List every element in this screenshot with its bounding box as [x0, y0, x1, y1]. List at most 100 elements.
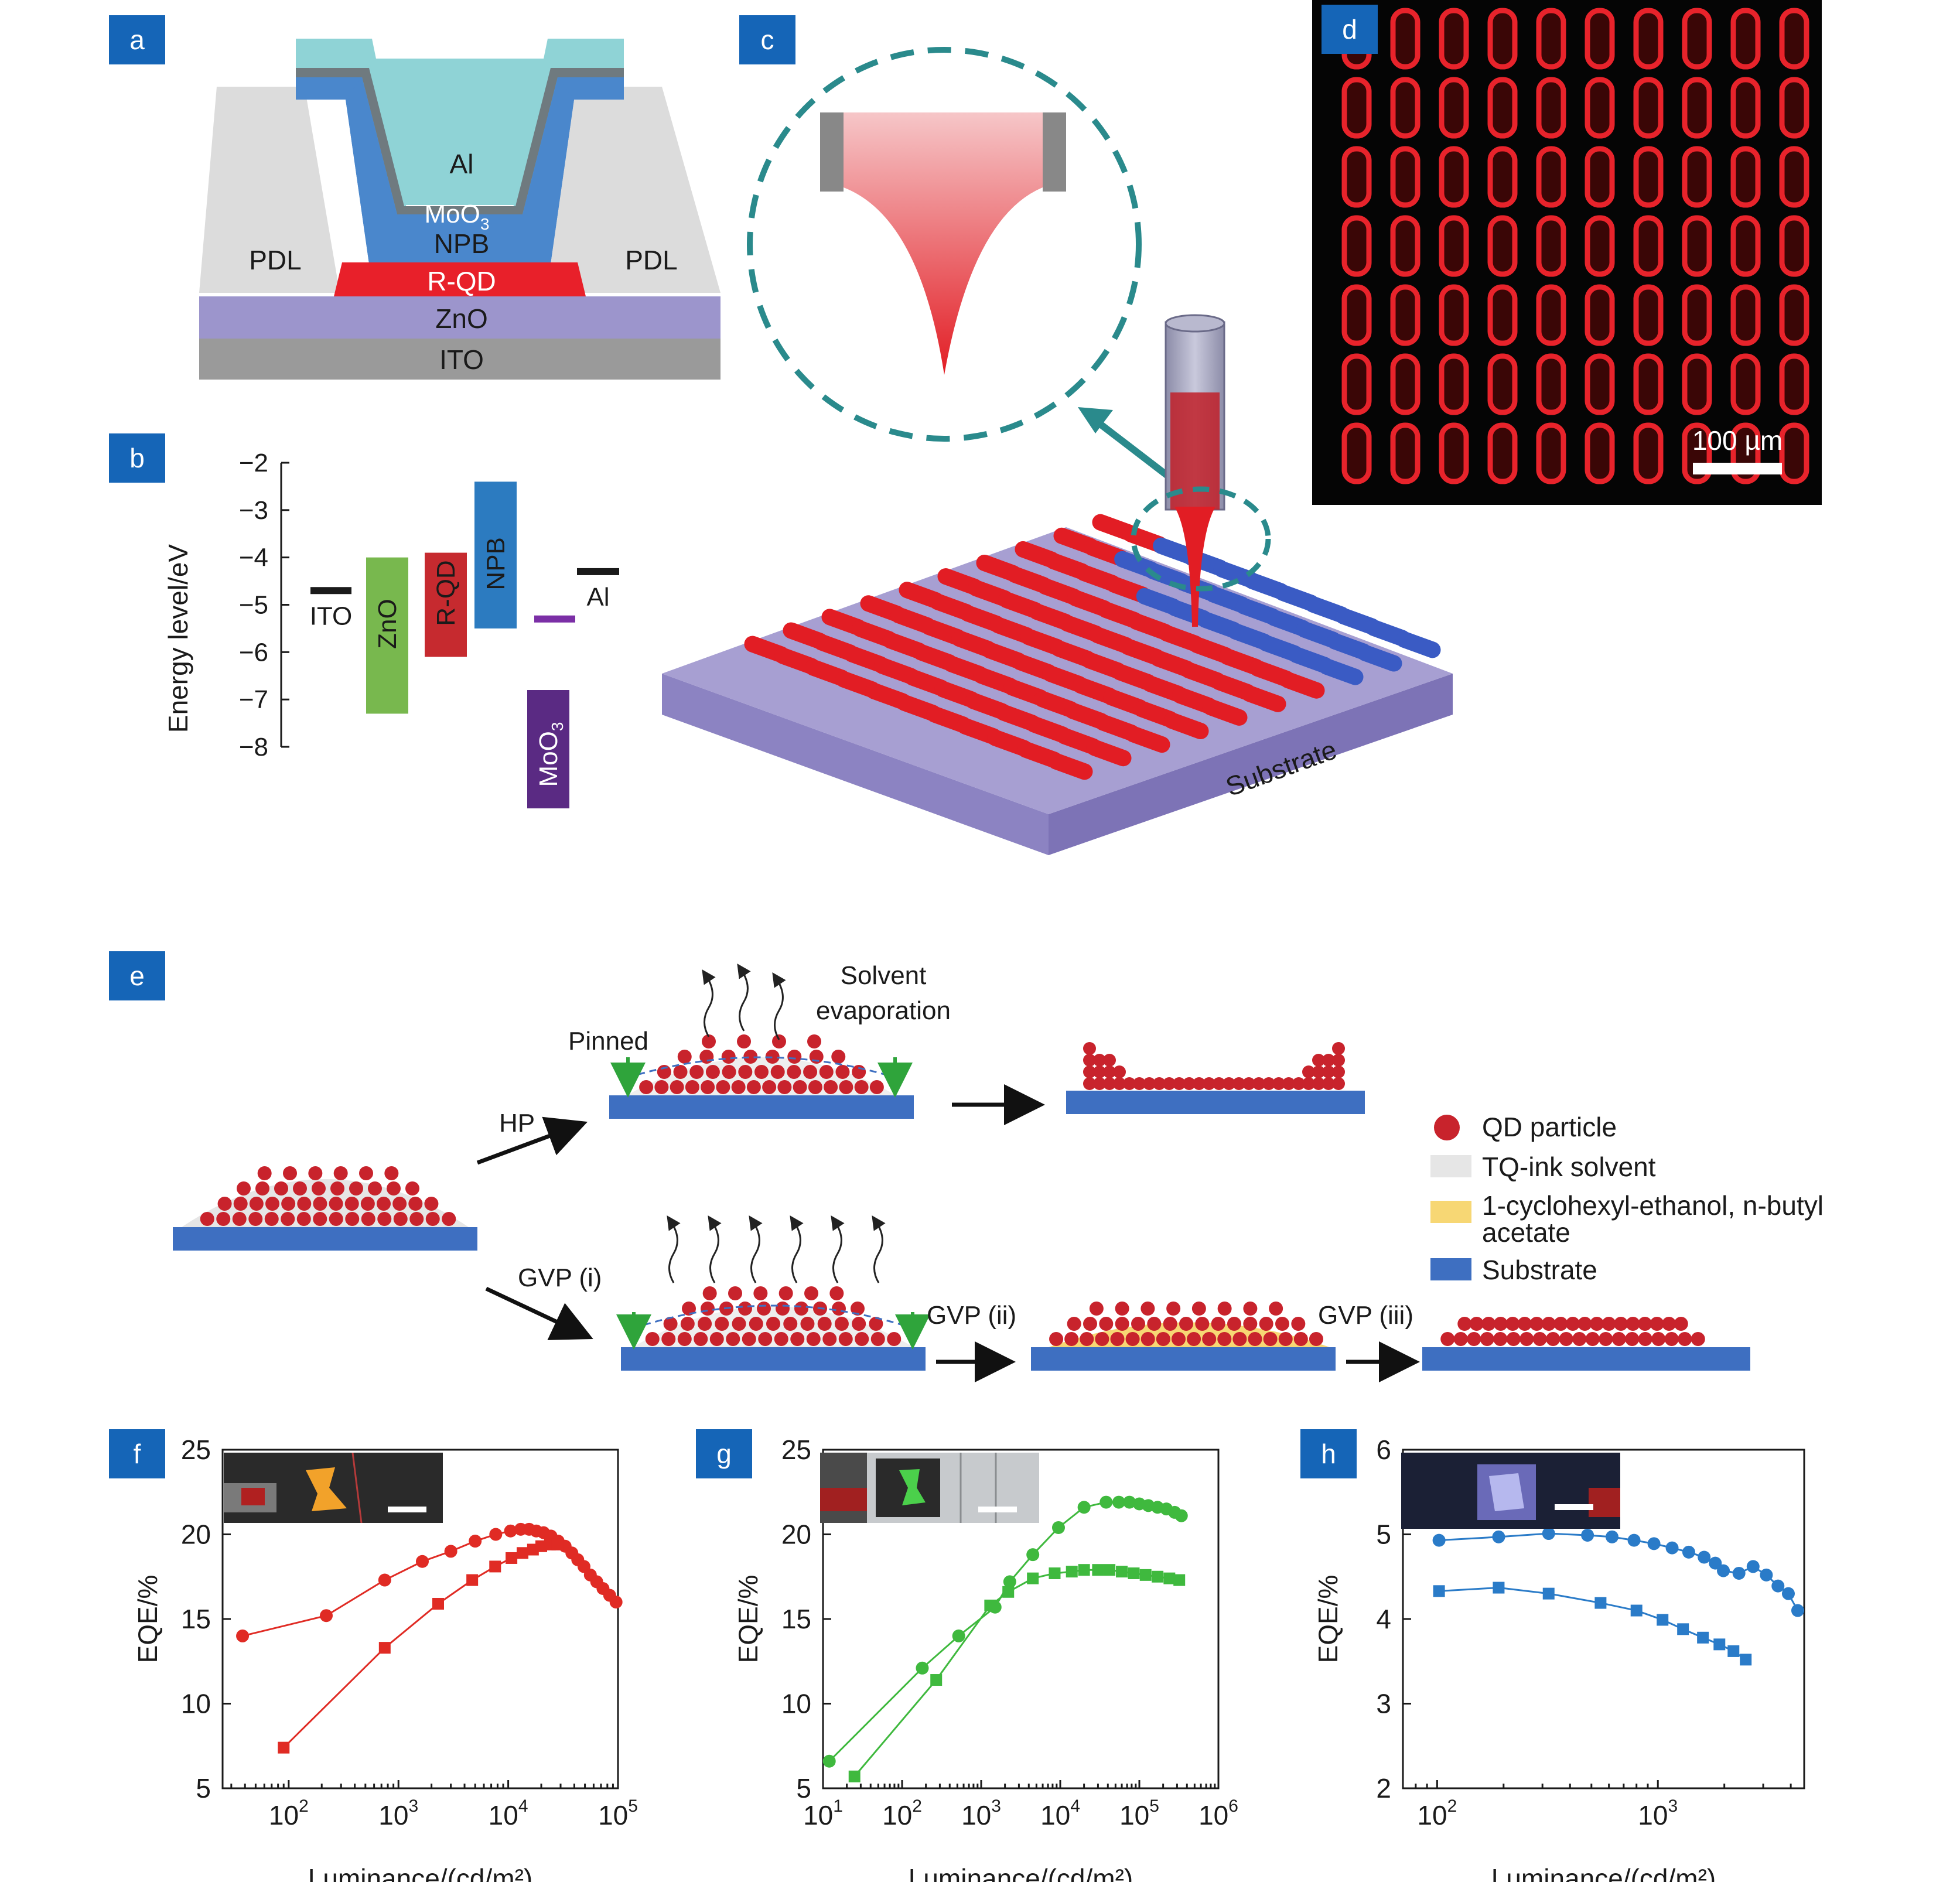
x-tick-label: 102 [269, 1796, 309, 1830]
qd-particle [1133, 1077, 1146, 1090]
drying-process-schematic: HP Pinned Solvent evaporation GVP (i) GV… [173, 961, 1824, 1382]
qd-particle [265, 1197, 279, 1211]
printed-pixel [1086, 739, 1132, 767]
y-tick-label: 5 [796, 1773, 811, 1804]
qd-particle [804, 1286, 818, 1300]
data-point-square [1139, 1569, 1152, 1581]
contact-line [632, 1304, 914, 1330]
micrograph-pixel [1390, 353, 1421, 415]
series-line-square [1439, 1587, 1747, 1661]
data-point-circle [1581, 1528, 1594, 1542]
qd-particle [834, 1317, 849, 1331]
energy-level-hole-level [534, 615, 575, 623]
qd-particle [425, 1212, 440, 1226]
energy-level-label: Al [586, 583, 609, 612]
contact-line [626, 1056, 897, 1079]
qd-particle [1312, 1054, 1325, 1067]
qd-particle [281, 1197, 296, 1211]
micrograph-pixel [1585, 146, 1615, 208]
qd-particle [1302, 1077, 1315, 1090]
qd-particle [409, 1212, 424, 1226]
nozzle-top [1165, 314, 1225, 333]
qd-particle [1259, 1317, 1273, 1331]
printed-pixel [1047, 753, 1093, 780]
qd-particle [677, 1332, 692, 1346]
qd-particle [702, 1034, 716, 1048]
qd-particle [682, 1302, 696, 1316]
qd-particle [1532, 1332, 1547, 1346]
label-moo3: MoO3 [425, 200, 490, 233]
qd-particle [1312, 1065, 1325, 1078]
qd-particle [1179, 1317, 1193, 1331]
data-point-circle [319, 1609, 333, 1623]
micrograph-pixel [1682, 215, 1712, 277]
series-line-square [283, 1543, 558, 1748]
qd-particle [1191, 1302, 1206, 1316]
micrograph-pixel [1633, 422, 1664, 484]
x-tick-label: 103 [1638, 1796, 1678, 1830]
qd-particle [1614, 1317, 1628, 1331]
data-point-square [278, 1741, 290, 1754]
inset-h-clip [1589, 1488, 1620, 1517]
qd-particle [806, 1332, 821, 1346]
data-point-circle [822, 1754, 836, 1768]
qd-particle [237, 1181, 251, 1196]
qd-particle [1602, 1317, 1616, 1331]
qd-particle [377, 1197, 391, 1211]
qd-particle [1467, 1332, 1481, 1346]
qd-particle [1243, 1317, 1258, 1331]
data-point-square [1594, 1597, 1607, 1609]
micrograph-pixel [1585, 353, 1615, 415]
energy-bar-zno [366, 557, 408, 714]
inset-g-clip [820, 1488, 867, 1511]
qd-particle [1083, 1077, 1096, 1090]
qd-particle [855, 1332, 869, 1346]
data-point-circle [1112, 1495, 1125, 1509]
qd-particle [838, 1332, 853, 1346]
qd-particle [749, 1317, 763, 1331]
label-zno: ZnO [435, 303, 487, 334]
x-tick-label: 105 [1119, 1796, 1159, 1830]
scalebar-label: 100 µm [1692, 425, 1783, 456]
label-gvp2: GVP (ii) [927, 1301, 1016, 1330]
inset-photo-f [224, 1453, 443, 1523]
data-point-circle [378, 1573, 391, 1587]
empty-pixel-well [1357, 644, 1402, 672]
data-point-square [984, 1599, 996, 1611]
qd-particle [783, 1317, 798, 1331]
legend-qd: QD particle [1482, 1112, 1617, 1142]
qd-particle [405, 1181, 419, 1196]
qd-particle [1590, 1317, 1604, 1331]
label-moo3-sub: 3 [480, 215, 490, 233]
printed-pixel [1279, 671, 1325, 699]
qd-particle [1202, 1332, 1217, 1346]
energy-bar-npb [474, 481, 517, 629]
qd-particle [673, 1065, 688, 1079]
qd-particle [1227, 1317, 1241, 1331]
qd-particle [360, 1197, 375, 1211]
qd-particle [770, 1065, 785, 1079]
legend-solvent-swatch [1430, 1155, 1471, 1177]
qd-particle [283, 1166, 297, 1180]
qd-particle [1293, 1332, 1308, 1346]
data-point-circle [1174, 1509, 1188, 1522]
qd-particle [1083, 1054, 1096, 1067]
moo3-layer [296, 68, 624, 214]
y-tick-label: 5 [196, 1773, 211, 1804]
qd-particle [1213, 1077, 1225, 1090]
legend-substrate: Substrate [1482, 1255, 1597, 1285]
ito-layer [199, 339, 721, 380]
qd-particle [776, 1302, 790, 1316]
qd-particle [1529, 1317, 1544, 1331]
micrograph-pixel [1585, 77, 1615, 139]
energy-bar-moo [527, 690, 569, 809]
qd-particle [1083, 1317, 1097, 1331]
micrograph-pixel [1585, 422, 1615, 484]
nozzle-tip-highlight [1131, 486, 1271, 592]
micrograph-pixel [1390, 215, 1421, 277]
y-tick-label: 15 [181, 1604, 211, 1634]
qd-particle [1263, 1332, 1278, 1346]
